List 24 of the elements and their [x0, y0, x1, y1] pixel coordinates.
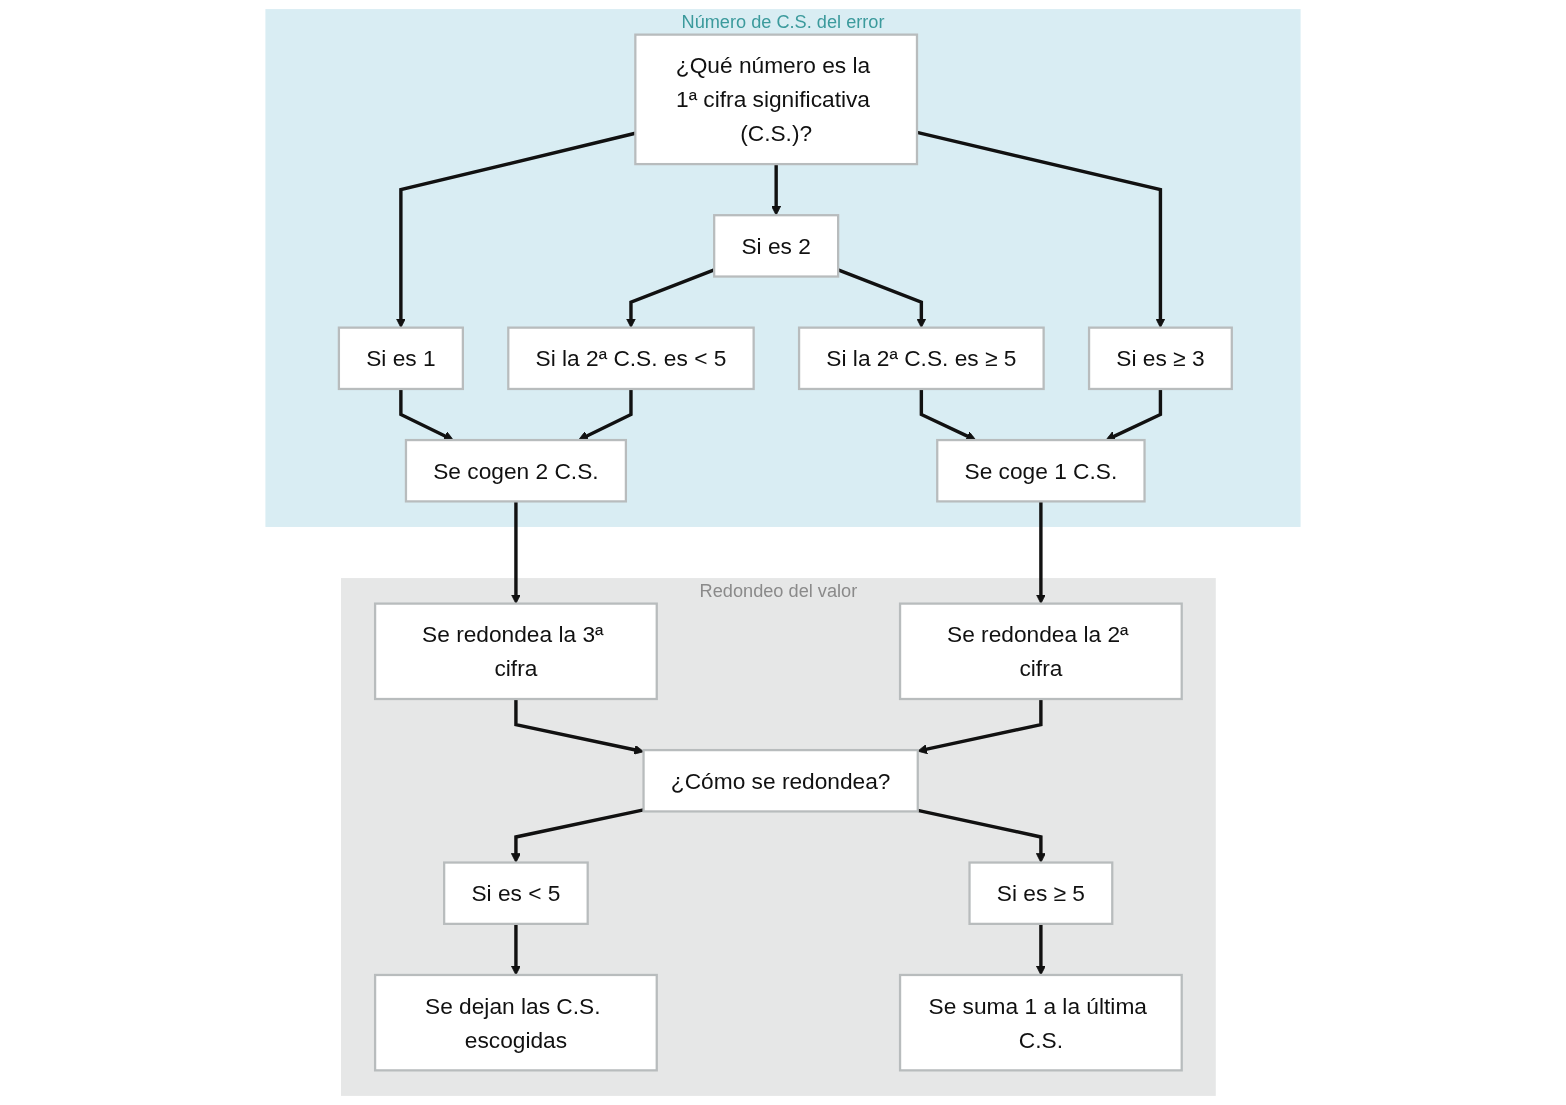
- node-box: Si es ≥ 3: [1087, 326, 1233, 391]
- node-box: Si la 2ª C.S. es < 5: [507, 326, 755, 391]
- node-box: Si es 1: [337, 326, 464, 391]
- arrow: [919, 388, 977, 441]
- node-box: Se dejan las C.S. escogidas: [373, 973, 658, 1072]
- arrow: [917, 808, 1046, 863]
- arrow: [771, 164, 782, 216]
- arrow: [510, 808, 644, 863]
- node-box: Se cogen 2 C.S.: [404, 438, 628, 503]
- arrow: [917, 699, 1043, 755]
- node-box: Si es ≥ 5: [968, 861, 1114, 925]
- node-box: ¿Qué número es la 1ª cifra significativa (C.S.)?: [634, 33, 919, 166]
- node-box: Se redondea la 3ª cifra: [373, 602, 658, 701]
- node-box: ¿Cómo se redondea?: [642, 748, 919, 813]
- node-box: Se suma 1 a la última C.S.: [898, 973, 1183, 1072]
- arrow: [399, 388, 454, 441]
- node-box: Si es < 5: [443, 861, 589, 925]
- node-box: Se redondea la 2ª cifra: [898, 602, 1183, 701]
- node-box: Si la 2ª C.S. es ≥ 5: [797, 326, 1045, 391]
- node-box: Si es 2: [713, 214, 840, 278]
- arrow: [514, 699, 644, 755]
- node-box: Se coge 1 C.S.: [936, 438, 1146, 503]
- arrow: [1105, 388, 1163, 441]
- arrow: [578, 388, 633, 441]
